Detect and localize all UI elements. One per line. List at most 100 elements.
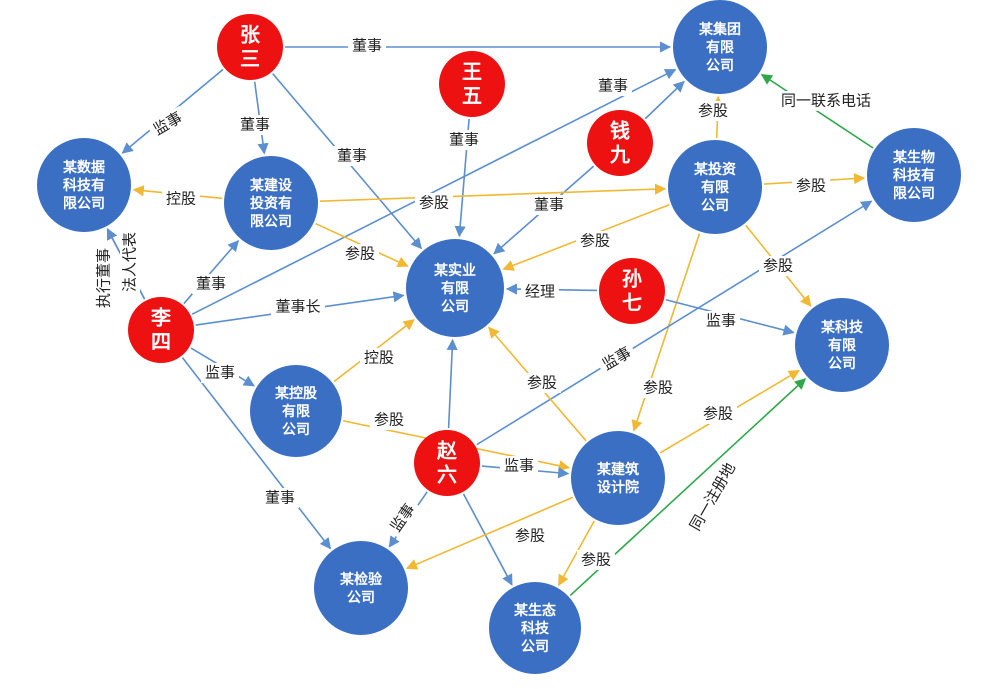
edge-label: 参股 (796, 177, 826, 195)
node-label-line: 科技有 (63, 177, 105, 194)
node-label-line: 某数据 (63, 159, 105, 176)
person-node-sunqi[interactable]: 孙七 (599, 258, 665, 324)
edge-label-bg (639, 378, 677, 398)
edge-lisi-jituan (191, 68, 677, 315)
edge-jianshe-touzi (319, 183, 667, 203)
node-circle (217, 14, 283, 80)
node-label-line: 公司 (828, 356, 856, 372)
node-label-line: 有限 (828, 337, 856, 354)
edge-label-bg (192, 274, 230, 294)
edge-jianzhu-jianyan (405, 496, 574, 570)
edge-label-bg (271, 297, 325, 317)
edge-label: 经理 (525, 283, 555, 301)
edge-label: 控股 (166, 190, 196, 208)
node-label-line: 某控股 (275, 385, 318, 402)
node-label-line: 某建设 (250, 177, 293, 194)
person-node-wangwu[interactable]: 王五 (439, 51, 505, 117)
edge-label: 同一注册地 (686, 460, 739, 534)
edge-label-bg (595, 340, 639, 378)
edge-label: 参股 (703, 405, 733, 423)
node-label-line: 投资有 (250, 195, 292, 212)
node-label-line: 限公司 (250, 214, 292, 230)
person-node-qianjiu[interactable]: 钱九 (587, 110, 653, 176)
edge-label-bg (162, 189, 200, 209)
edge-label-bg (201, 363, 239, 383)
edge-label-bg (500, 456, 538, 476)
edge-label-bg (120, 227, 140, 297)
edge-label-bg (775, 91, 877, 111)
edge-label-bg (360, 348, 398, 368)
edge-label-bg (576, 231, 614, 251)
edge-label-bg (383, 496, 423, 540)
node-label-line: 公司 (521, 639, 549, 655)
edge-label: 董事 (598, 77, 628, 95)
edge-label: 参股 (527, 374, 557, 392)
node-label-line: 张 (240, 23, 261, 47)
edge-label: 参股 (580, 232, 610, 250)
person-node-lisi[interactable]: 李四 (128, 297, 194, 363)
edge-label-bg (521, 282, 559, 302)
node-label-line: 六 (437, 463, 457, 487)
edge-zhaoliu-shengtai (462, 493, 513, 586)
edge-label-bg (415, 193, 453, 213)
edge-label: 董事 (337, 147, 367, 165)
node-label-line: 李 (150, 306, 172, 330)
edge-label: 董事 (534, 196, 564, 214)
edge-label: 董事 (352, 37, 382, 55)
node-label-line: 限公司 (63, 196, 105, 212)
edge-label-bg (261, 488, 299, 508)
person-node-zhangsan[interactable]: 张三 (217, 14, 283, 80)
node-circle (489, 582, 581, 674)
edge-label: 监事 (205, 364, 235, 382)
edge-label-bg (702, 311, 740, 331)
edge-label: 监事 (504, 457, 534, 475)
node-label-line: 三 (240, 47, 260, 71)
node-label-line: 科技有 (893, 167, 935, 184)
edge-label-bg (370, 410, 408, 430)
node-label-line: 四 (151, 330, 171, 354)
edge-label: 执行董事 (95, 248, 113, 308)
edge-label: 参股 (763, 257, 793, 275)
edge-label-bg (682, 454, 744, 540)
edge-label: 参股 (374, 411, 404, 429)
edge-label: 参股 (698, 102, 728, 120)
node-label-line: 五 (462, 84, 482, 108)
edge-label: 参股 (345, 245, 375, 263)
edge-label: 董事 (449, 131, 479, 149)
edge-label-bg (792, 176, 830, 196)
node-circle (414, 430, 480, 496)
edge-label: 董事 (196, 275, 226, 293)
edge-label: 董事 (240, 116, 270, 134)
edge-shengwu-jituan (760, 73, 874, 149)
edge-label-bg (341, 244, 379, 264)
node-circle (587, 110, 653, 176)
edge-labels-layer: 董事监事董事董事董事董事董事控股参股参股参股参股参股参股参股同一联系电话经理监事… (94, 36, 877, 570)
edge-label-bg (523, 373, 561, 393)
node-label-line: 有限 (706, 39, 734, 56)
edge-label: 参股 (581, 551, 611, 569)
node-circle (37, 138, 131, 232)
node-circle (224, 156, 318, 250)
node-label-line: 赵 (436, 439, 458, 463)
edge-label: 法人代表 (121, 232, 139, 292)
nodes-layer: 张三王五钱九孙七李四赵六某集团有限公司某数据科技有限公司某建设投资有限公司某实业… (37, 0, 961, 674)
edge-label-bg (94, 243, 114, 313)
edge-label: 董事 (265, 489, 295, 507)
edge-jianzhu-shengtai (558, 520, 595, 587)
person-node-zhaoliu[interactable]: 赵六 (414, 430, 480, 496)
node-label-line: 公司 (701, 198, 729, 214)
edge-label-bg (577, 550, 615, 570)
node-label-line: 九 (609, 143, 630, 167)
